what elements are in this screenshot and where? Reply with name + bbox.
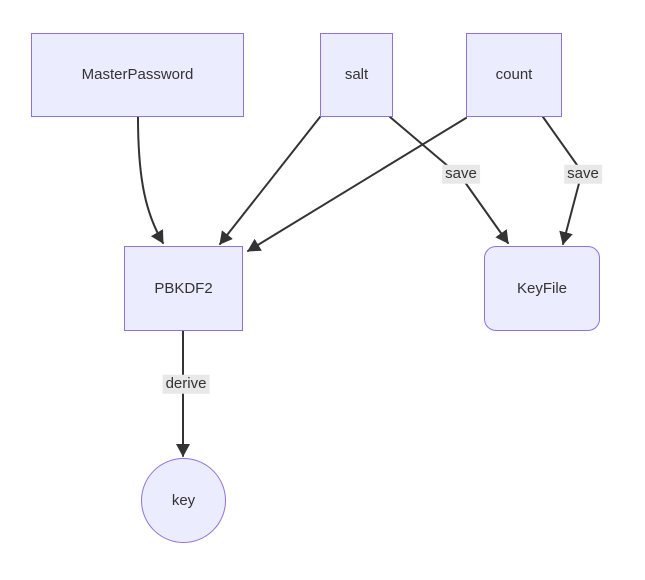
node-count: count [466,33,562,117]
node-salt: salt [320,33,393,117]
node-key-label: key [171,491,196,509]
edge-masterpassword-pbkdf2 [137,116,164,244]
node-pbkdf2-label: PBKDF2 [154,279,213,297]
edge-label-derive: derive [162,374,210,394]
node-keyfile: KeyFile [484,246,600,331]
node-keyfile-label: KeyFile [516,279,568,297]
node-salt-label: salt [344,66,369,83]
edge-salt-pbkdf2 [219,116,321,245]
node-key: key [141,458,226,543]
node-masterpassword: MasterPassword [31,33,244,117]
edge-count-pbkdf2 [247,117,467,252]
node-masterpassword-label: MasterPassword [81,66,194,83]
edge-label-save-count-keyfile: save [564,164,602,184]
node-pbkdf2: PBKDF2 [124,246,243,331]
node-count-label: count [495,66,533,83]
edge-label-save-salt-keyfile: save [442,164,480,184]
